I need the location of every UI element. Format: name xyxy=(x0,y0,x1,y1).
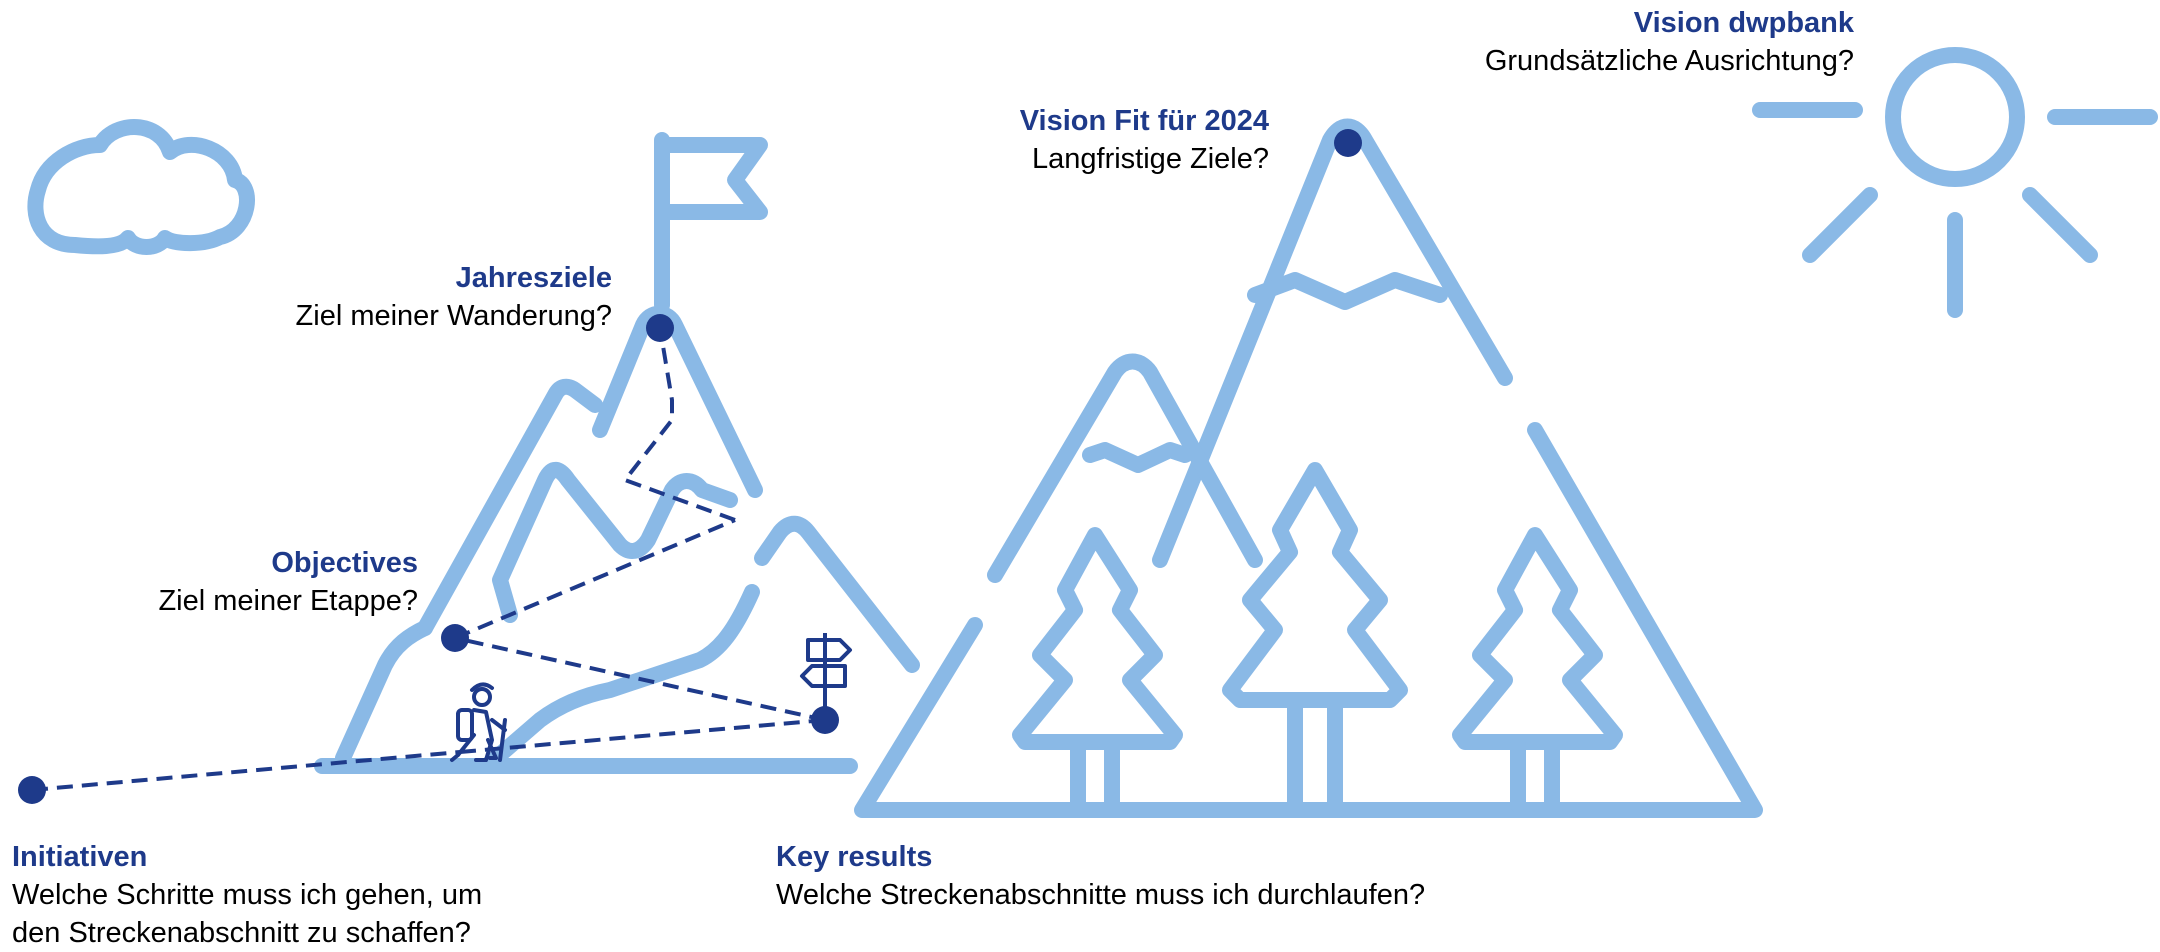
cloud-icon xyxy=(27,119,255,255)
keyresults-dot xyxy=(811,706,839,734)
hiker-icon xyxy=(450,682,507,762)
big-mountain xyxy=(854,118,1763,818)
objectives-text: Ziel meiner Etappe? xyxy=(158,585,418,617)
vision-fit-title: Vision Fit für 2024 xyxy=(1019,105,1269,137)
vision-dwpbank-title: Vision dwpbank xyxy=(1633,7,1854,39)
vision-fit-text: Langfristige Ziele? xyxy=(1032,143,1269,175)
key-results-text: Welche Streckenabschnitte muss ich durch… xyxy=(776,879,1426,911)
jahresziele-text: Ziel meiner Wanderung? xyxy=(295,300,612,332)
objectives-label: Objectives Ziel meiner Etappe? xyxy=(158,544,418,620)
key-results-label: Key results Welche Streckenabschnitte mu… xyxy=(776,838,1425,914)
key-results-title: Key results xyxy=(776,841,933,873)
vision-dwpbank-text: Grundsätzliche Ausrichtung? xyxy=(1484,45,1854,77)
vision-fit-dot xyxy=(1334,129,1362,157)
initiativen-dot xyxy=(18,776,46,804)
initiativen-text-line2: den Streckenabschnitt zu schaffen? xyxy=(12,917,471,949)
signpost-icon xyxy=(800,633,852,708)
flag-icon xyxy=(654,132,768,313)
vision-fit-label: Vision Fit für 2024 Langfristige Ziele? xyxy=(1020,102,1269,178)
tree-icon xyxy=(1452,527,1623,813)
initiativen-title: Initiativen xyxy=(12,841,148,873)
tree-icon xyxy=(1012,527,1183,813)
initiativen-text-line1: Welche Schritte muss ich gehen, um xyxy=(12,879,483,911)
sun-icon xyxy=(1752,47,2158,318)
objectives-dot xyxy=(441,624,469,652)
inner-mountain xyxy=(987,353,1263,583)
objectives-title: Objectives xyxy=(271,547,418,579)
small-mountain xyxy=(335,305,920,773)
tree-icon xyxy=(1222,462,1408,813)
jahresziele-title: Jahresziele xyxy=(455,262,612,294)
route-dashed xyxy=(31,327,826,792)
jahresziele-dot xyxy=(646,314,674,342)
jahresziele-label: Jahresziele Ziel meiner Wanderung? xyxy=(296,259,612,335)
vision-dwpbank-label: Vision dwpbank Grundsätzliche Ausrichtun… xyxy=(1485,4,1854,80)
initiativen-label: Initiativen Welche Schritte muss ich geh… xyxy=(12,838,482,952)
